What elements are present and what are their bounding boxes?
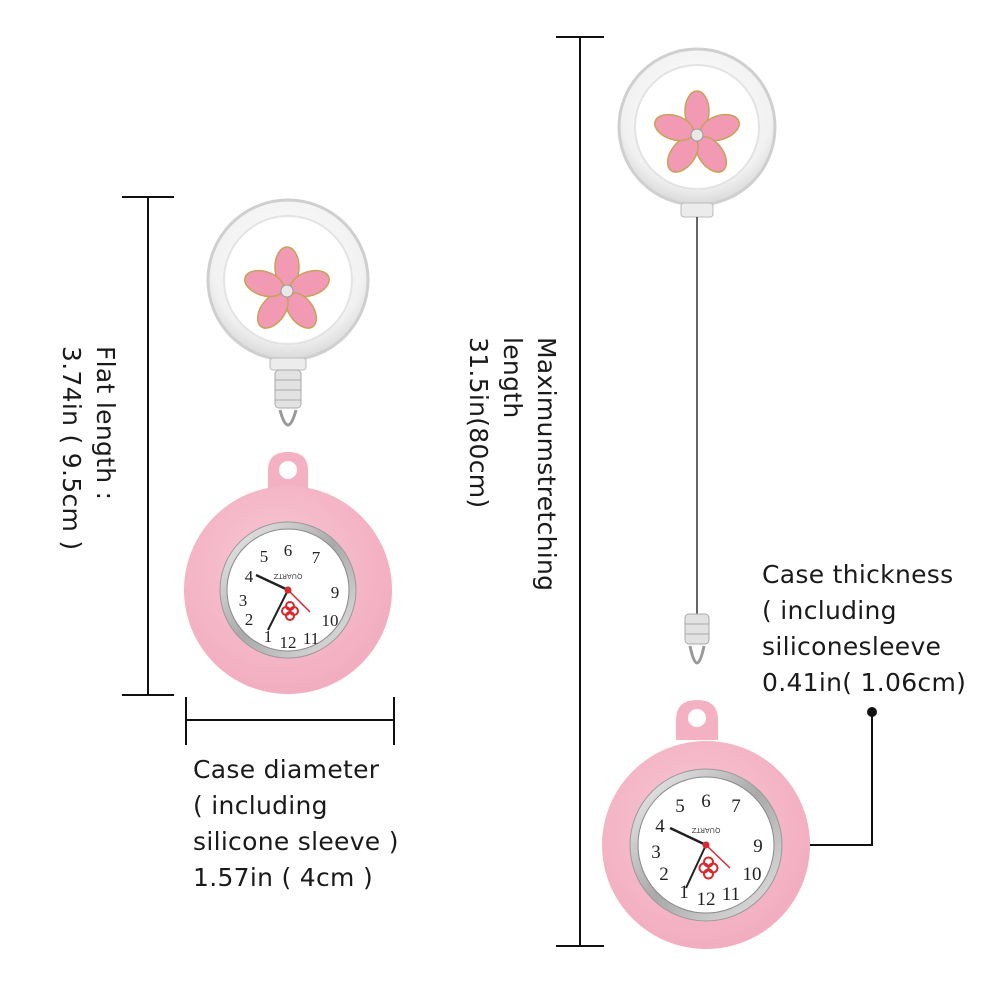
svg-text:QUARTZ: QUARTZ (273, 572, 302, 580)
case-diameter-label: Case diameter ( including silicone sleev… (193, 755, 399, 892)
svg-text:7: 7 (731, 796, 741, 817)
medical-cross-icon (281, 601, 299, 621)
svg-text:12: 12 (697, 889, 716, 910)
flat-length-label: Flat length : 3.74in ( 9.5cm ) (57, 346, 120, 551)
max-length-label: Maximumstretching length 31.5in(80cm) (464, 337, 561, 592)
left-badge-reel (206, 198, 370, 362)
svg-text:10: 10 (322, 611, 339, 630)
svg-text:12: 12 (280, 633, 297, 652)
medical-cross-icon (698, 856, 719, 880)
svg-text:2: 2 (245, 610, 254, 629)
svg-text:11: 11 (303, 629, 319, 648)
flat-length-bracket (122, 196, 174, 696)
left-reel-connector (269, 357, 307, 427)
svg-text:9: 9 (331, 583, 340, 602)
svg-text:9: 9 (753, 836, 763, 857)
thickness-leader-line (800, 707, 877, 846)
svg-text:10: 10 (743, 864, 762, 885)
svg-text:2: 2 (659, 864, 669, 885)
right-badge-reel (617, 47, 777, 218)
svg-text:4: 4 (245, 567, 254, 586)
svg-text:6: 6 (701, 791, 711, 812)
svg-text:7: 7 (312, 548, 321, 567)
svg-text:1: 1 (264, 627, 273, 646)
svg-text:QUARTZ: QUARTZ (691, 826, 720, 834)
svg-text:3: 3 (239, 591, 248, 610)
case-thickness-label: Case thickness ( including siliconesleev… (762, 560, 967, 697)
svg-text:5: 5 (675, 796, 685, 817)
max-length-bracket (556, 36, 604, 947)
flower-icon (654, 90, 740, 173)
svg-text:3: 3 (651, 842, 661, 863)
case-diameter-bracket (185, 697, 395, 745)
right-reel-connector (684, 613, 710, 665)
svg-text:1: 1 (679, 882, 689, 903)
svg-text:4: 4 (655, 816, 665, 837)
svg-text:6: 6 (284, 541, 293, 560)
flower-icon (244, 246, 330, 329)
svg-text:11: 11 (722, 884, 740, 905)
svg-text:5: 5 (260, 547, 269, 566)
